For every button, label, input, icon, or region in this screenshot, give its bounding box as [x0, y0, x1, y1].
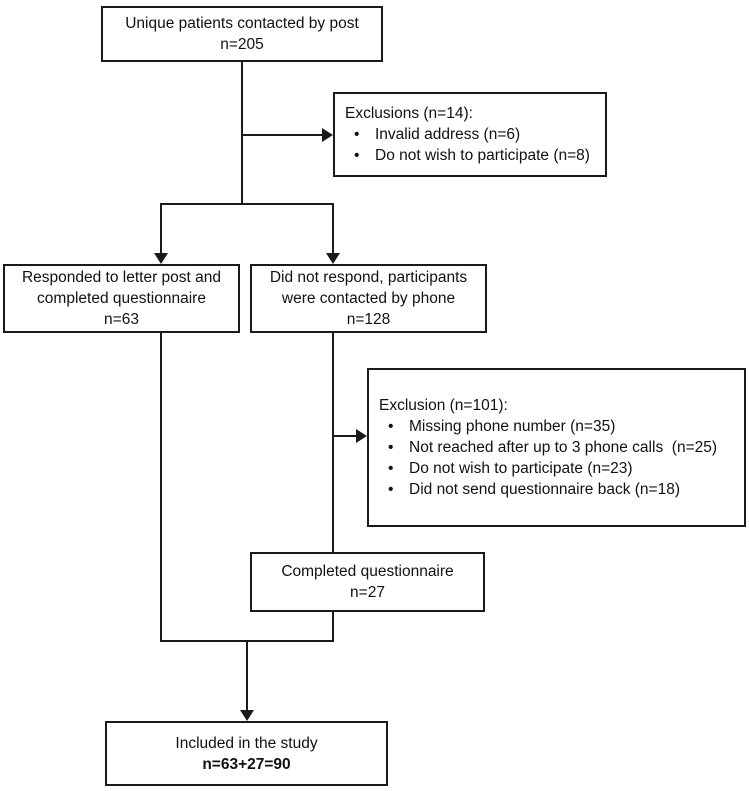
box-label: Did not respond, participants were conta… [269, 269, 468, 307]
list-item-text: Not reached after up to 3 phone calls (n… [409, 439, 718, 456]
bullet-icon: • [354, 147, 360, 164]
box-label: Included in the study [175, 734, 318, 752]
arrowhead-responded [154, 253, 168, 264]
list-item-text: Do not wish to participate (n=23) [409, 460, 633, 477]
arrowhead-included [240, 710, 254, 721]
arrowhead-not-responded [326, 253, 340, 264]
flow-box-responded: Responded to letter post and completed q… [3, 264, 240, 333]
list-item-text: Did not send questionnaire back (n=18) [409, 481, 680, 498]
box-count: n=63+27=90 [202, 755, 291, 773]
arrowhead-exclusions-post [322, 128, 333, 142]
flow-box-included: Included in the study n=63+27=90 [105, 721, 388, 786]
box-label: Responded to letter post and completed q… [21, 269, 222, 307]
exclusions-post-list: • Invalid address (n=6) • Do not wish to p… [345, 124, 599, 166]
exclusions-phone-list: • Missing phone number (n=35) • Not reache… [379, 416, 738, 500]
bullet-icon: • [388, 418, 394, 435]
bullet-icon: • [354, 126, 360, 143]
connector-drop-left [160, 203, 162, 254]
flow-box-completed: Completed questionnaire n=27 [250, 552, 485, 612]
flow-box-contacted-by-post: Unique patients contacted by post n=205 [101, 6, 383, 62]
connector-responded-down [160, 333, 162, 642]
connector-to-exclusions-post [242, 134, 322, 136]
connector-final-drop [246, 640, 248, 710]
flow-box-exclusions-phone: Exclusion (n=101): • Missing phone number… [367, 368, 746, 527]
list-item: • Missing phone number (n=35) [379, 416, 738, 437]
box-count: n=128 [346, 311, 391, 328]
list-item: • Invalid address (n=6) [345, 124, 599, 145]
box-count: n=63 [104, 311, 139, 328]
list-item-text: Do not wish to participate (n=8) [375, 147, 590, 164]
flow-box-exclusions-post: Exclusions (n=14): • Invalid address (n=6… [333, 92, 607, 177]
list-item-text: Invalid address (n=6) [375, 126, 521, 143]
bullet-icon: • [388, 481, 394, 498]
box-label: Unique patients contacted by post [125, 15, 359, 32]
flow-box-not-responded: Did not respond, participants were conta… [250, 264, 487, 333]
box-label: Completed questionnaire [281, 563, 454, 580]
connector-completed-down [332, 612, 334, 642]
connector-trunk-top [241, 62, 243, 205]
connector-not-responded-down [332, 333, 334, 552]
connector-split-bar [160, 203, 334, 205]
arrowhead-exclusions-phone [356, 429, 367, 443]
list-item: • Do not wish to participate (n=23) [379, 458, 738, 479]
connector-to-exclusions-phone [333, 435, 356, 437]
box-count: n=205 [220, 36, 264, 53]
list-item-text: Missing phone number (n=35) [409, 418, 616, 435]
box-title: Exclusion (n=101): [379, 397, 508, 414]
list-item: • Not reached after up to 3 phone calls (… [379, 437, 738, 458]
list-item: • Do not wish to participate (n=8) [345, 145, 599, 166]
connector-drop-right [332, 203, 334, 254]
box-count: n=27 [350, 584, 385, 601]
list-item: • Did not send questionnaire back (n=18) [379, 479, 738, 500]
bullet-icon: • [388, 460, 394, 477]
box-title: Exclusions (n=14): [345, 105, 473, 122]
bullet-icon: • [388, 439, 394, 456]
